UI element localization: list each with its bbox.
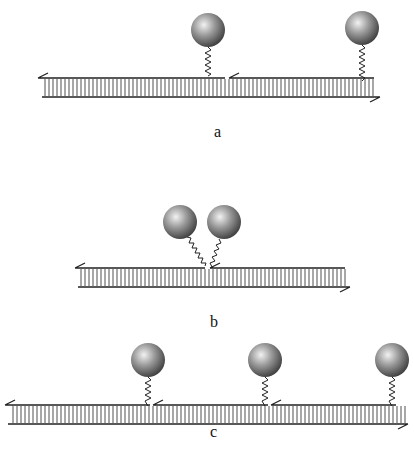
- panel-letter: c: [210, 424, 217, 440]
- sphere: [345, 11, 379, 45]
- duplex-c: [5, 377, 408, 429]
- panel-letter: a: [214, 124, 221, 140]
- duplex-b: [75, 237, 350, 292]
- sphere: [375, 343, 409, 377]
- sphere: [191, 13, 225, 47]
- sphere: [248, 343, 282, 377]
- sphere: [207, 205, 241, 239]
- panel-letter: b: [210, 314, 218, 330]
- sphere: [163, 205, 197, 239]
- duplex-a: [38, 45, 380, 102]
- sphere: [131, 343, 165, 377]
